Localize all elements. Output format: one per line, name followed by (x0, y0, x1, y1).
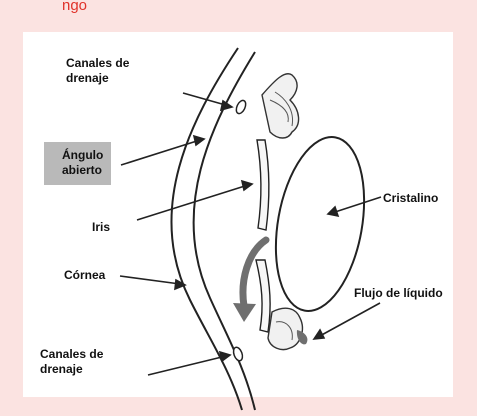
label-drainage-top: Canales de drenaje (66, 56, 129, 86)
pointer-cornea (120, 276, 180, 284)
label-cornea: Córnea (64, 268, 105, 283)
pointer-open-angle (121, 140, 200, 165)
pointer-fluid-flow (318, 303, 380, 337)
fluid-flow-arrowhead-icon (233, 303, 256, 322)
label-open-angle: Ángulo abierto (62, 148, 103, 178)
label-iris: Iris (92, 220, 110, 235)
iris-lower (256, 260, 270, 332)
cornea-outer-line (171, 48, 242, 410)
ciliary-body-bottom (268, 308, 302, 349)
label-drainage-bottom: Canales de drenaje (40, 347, 103, 377)
pointer-iris (137, 185, 248, 220)
drainage-canal-top-icon (234, 99, 247, 115)
pointer-drainage-bottom (148, 356, 226, 375)
iris-upper (257, 140, 269, 230)
label-fluid-flow: Flujo de líquido (354, 286, 443, 301)
label-lens: Cristalino (383, 191, 438, 206)
drainage-canal-bottom-icon (232, 346, 244, 362)
